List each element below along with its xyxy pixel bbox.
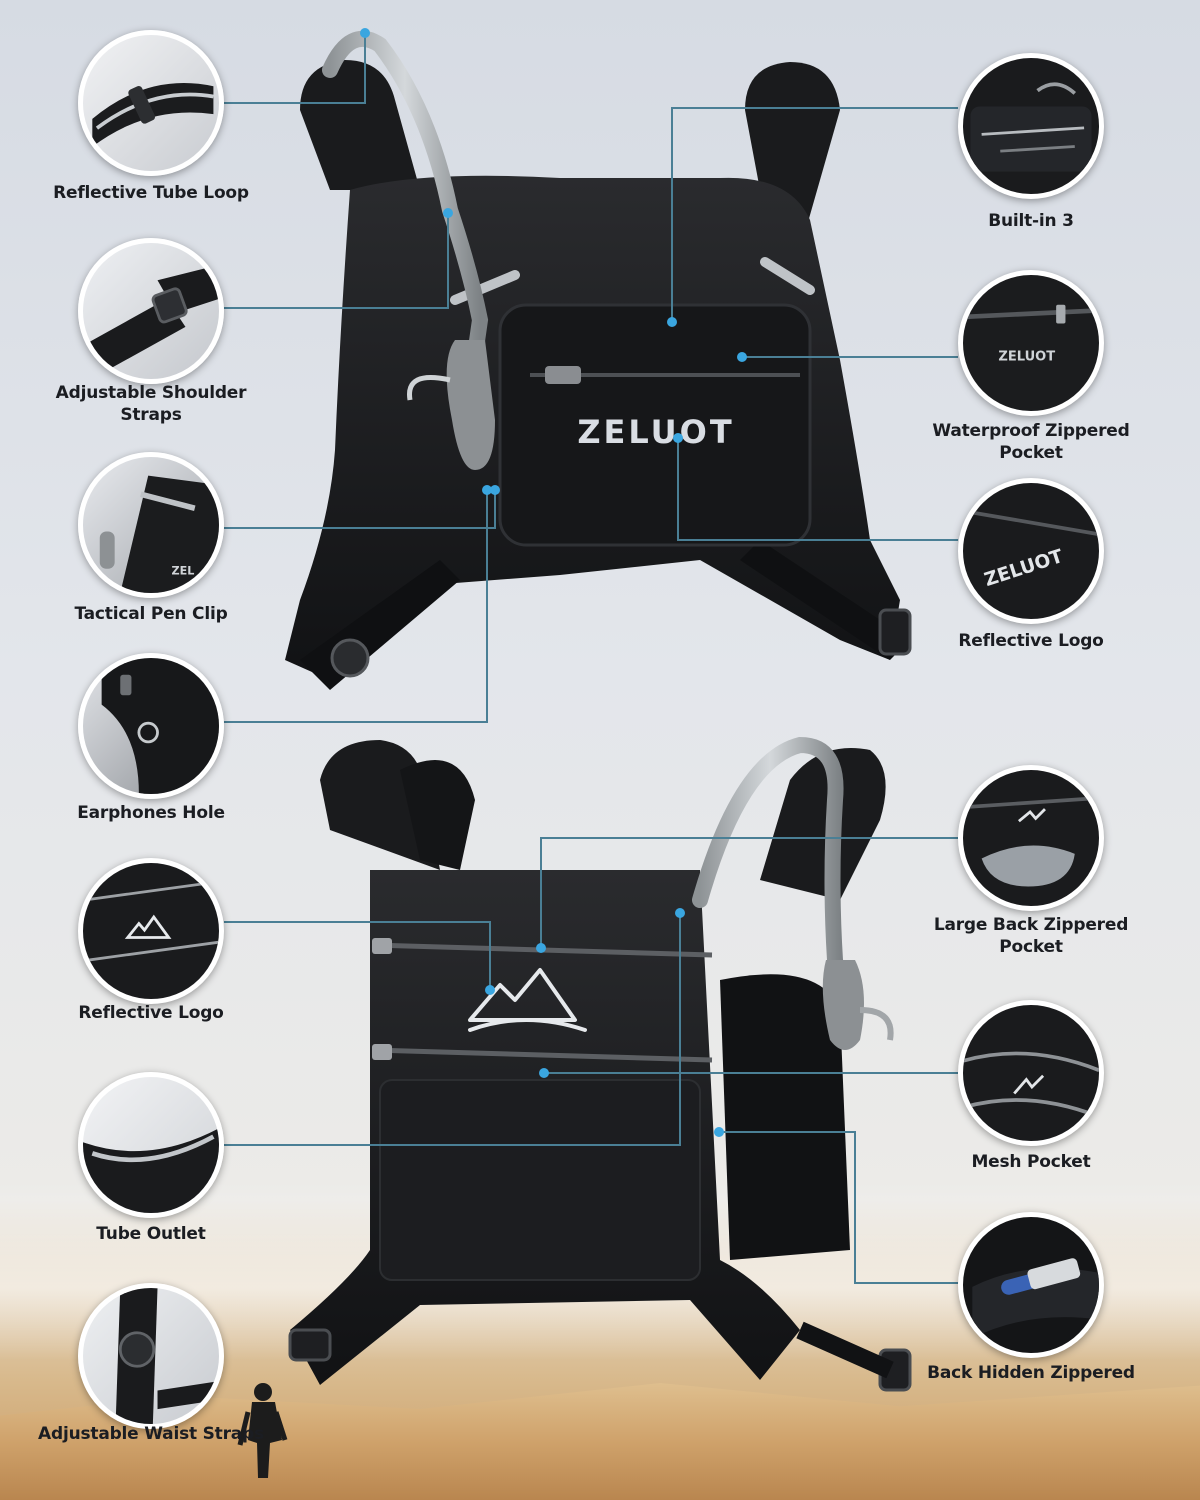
pen-clip-icon: ZEL (99, 475, 219, 593)
front-vest: ZELUOT (285, 30, 912, 690)
leader-line-tactical-pen-clip (224, 490, 496, 529)
reflective-strip-left (450, 270, 520, 305)
leader-line-large-back-zippered-pocket (540, 837, 958, 948)
leader-line-reflective-tube-loop (224, 33, 366, 104)
label-tube-outlet: Tube Outlet (96, 1224, 206, 1244)
label-large-back-zippered-pocket: Large Back Zippered Pocket (933, 915, 1129, 957)
detail-bubble-large-back-zippered-pocket (958, 765, 1104, 911)
leader-line-reflective-logo-front (677, 438, 958, 541)
leader-dot-large-back-zippered-pocket (536, 943, 546, 953)
detail-bubble-mesh-pocket (958, 1000, 1104, 1146)
detail-bubble-adjustable-waist-straps (78, 1283, 224, 1429)
detail-bubble-waterproof-zippered-pocket: ZELUOT (958, 270, 1104, 416)
pocket-icon (970, 82, 1092, 172)
label-adjustable-waist-straps: Adjustable Waist Straps (38, 1424, 264, 1444)
back-vest (288, 736, 912, 1392)
leader-dot-tube-outlet (675, 908, 685, 918)
leader-dot-adjustable-shoulder-straps (443, 208, 453, 218)
detail-bubble-reflective-logo-back (78, 858, 224, 1004)
leader-dot-earphones-hole (482, 485, 492, 495)
detail-bubble-reflective-tube-loop (78, 30, 224, 176)
label-earphones-hole: Earphones Hole (77, 803, 225, 823)
back-left-strap-pad (400, 760, 475, 870)
label-waterproof-zippered-pocket: Waterproof Zippered Pocket (932, 421, 1130, 463)
reflective-strip-right (760, 257, 815, 295)
leader-dot-built-in-3 (667, 317, 677, 327)
label-reflective-logo-back: Reflective Logo (78, 1003, 224, 1023)
detail-bubble-earphones-hole (78, 653, 224, 799)
leader-dot-back-hidden-zippered (714, 1127, 724, 1137)
brand-logo-icon: ZELUOT (963, 509, 1099, 591)
front-left-buckle (330, 638, 370, 678)
mountain-logo-icon (83, 880, 219, 963)
front-left-shoulder-strap (300, 60, 420, 190)
label-reflective-logo-front: Reflective Logo (958, 631, 1104, 651)
leader-line-built-in-3 (671, 107, 958, 322)
front-chest-pocket (498, 303, 812, 547)
zipper-icon: ZELUOT (963, 304, 1099, 365)
runner-silhouette (237, 1383, 288, 1478)
back-bite-valve (822, 960, 864, 1050)
hidden-pocket-icon (972, 1258, 1099, 1339)
label-back-hidden-zippered: Back Hidden Zippered (927, 1363, 1135, 1383)
front-zipper-pull (545, 366, 581, 384)
back-valve-loop (859, 1007, 894, 1041)
back-right-harness-strap (796, 1321, 894, 1379)
leader-dot-reflective-logo-front (673, 433, 683, 443)
back-drinking-tube (692, 736, 848, 998)
reflective-strap-icon (92, 83, 214, 147)
front-bite-valve (446, 340, 495, 470)
front-right-harness-strap (740, 540, 910, 660)
back-bottom-zipper (371, 1047, 713, 1063)
leader-line-tube-outlet (224, 913, 681, 1146)
label-tactical-pen-clip: Tactical Pen Clip (74, 604, 228, 624)
tube-outlet-icon (83, 1128, 219, 1213)
back-pocket-icon (963, 796, 1099, 887)
leader-line-reflective-logo-back (224, 921, 491, 990)
leader-dot-tactical-pen-clip (490, 485, 500, 495)
svg-text:ZEL: ZEL (171, 564, 194, 577)
detail-bubble-built-in-3 (958, 53, 1104, 199)
back-right-shoulder-strap (760, 748, 886, 900)
label-adjustable-shoulder-straps: Adjustable Shoulder Straps (55, 383, 247, 425)
back-left-buckle (288, 1328, 332, 1362)
leader-dot-reflective-tube-loop (360, 28, 370, 38)
front-right-buckle (878, 608, 912, 656)
leader-line-adjustable-shoulder-straps (224, 213, 449, 309)
front-brand-logo: ZELUOT (577, 413, 734, 451)
label-built-in-3: Built-in 3 (988, 211, 1074, 231)
label-mesh-pocket: Mesh Pocket (971, 1152, 1091, 1172)
leader-dot-mesh-pocket (539, 1068, 549, 1078)
detail-bubble-tube-outlet (78, 1072, 224, 1218)
waist-buckle-icon (115, 1288, 219, 1424)
back-top-zipper-pull (372, 938, 392, 954)
mesh-icon (963, 1051, 1099, 1119)
label-reflective-tube-loop: Reflective Tube Loop (53, 183, 249, 203)
back-mesh-pocket (379, 1079, 701, 1281)
leader-dot-reflective-logo-back (485, 985, 495, 995)
detail-bubble-back-hidden-zippered (958, 1212, 1104, 1358)
back-bottom-zipper-pull (372, 1044, 392, 1060)
leader-dot-waterproof-zippered-pocket (737, 352, 747, 362)
buckle-icon (83, 266, 219, 374)
detail-bubble-reflective-logo-front: ZELUOT (958, 478, 1104, 624)
front-drinking-tube (322, 30, 489, 398)
leader-line-back-hidden-zippered (719, 1131, 958, 1284)
detail-bubble-tactical-pen-clip: ZEL (78, 452, 224, 598)
leader-lines (224, 28, 958, 1284)
back-side-wing (720, 974, 850, 1260)
front-valve-loop (407, 375, 451, 401)
mountain-logo-icon (468, 968, 587, 1032)
leader-line-earphones-hole (224, 490, 488, 723)
earphone-hole-icon (101, 658, 219, 794)
svg-text:ZELUOT: ZELUOT (998, 350, 1055, 365)
svg-text:ZELUOT: ZELUOT (982, 546, 1066, 591)
detail-bubble-adjustable-shoulder-straps (78, 238, 224, 384)
